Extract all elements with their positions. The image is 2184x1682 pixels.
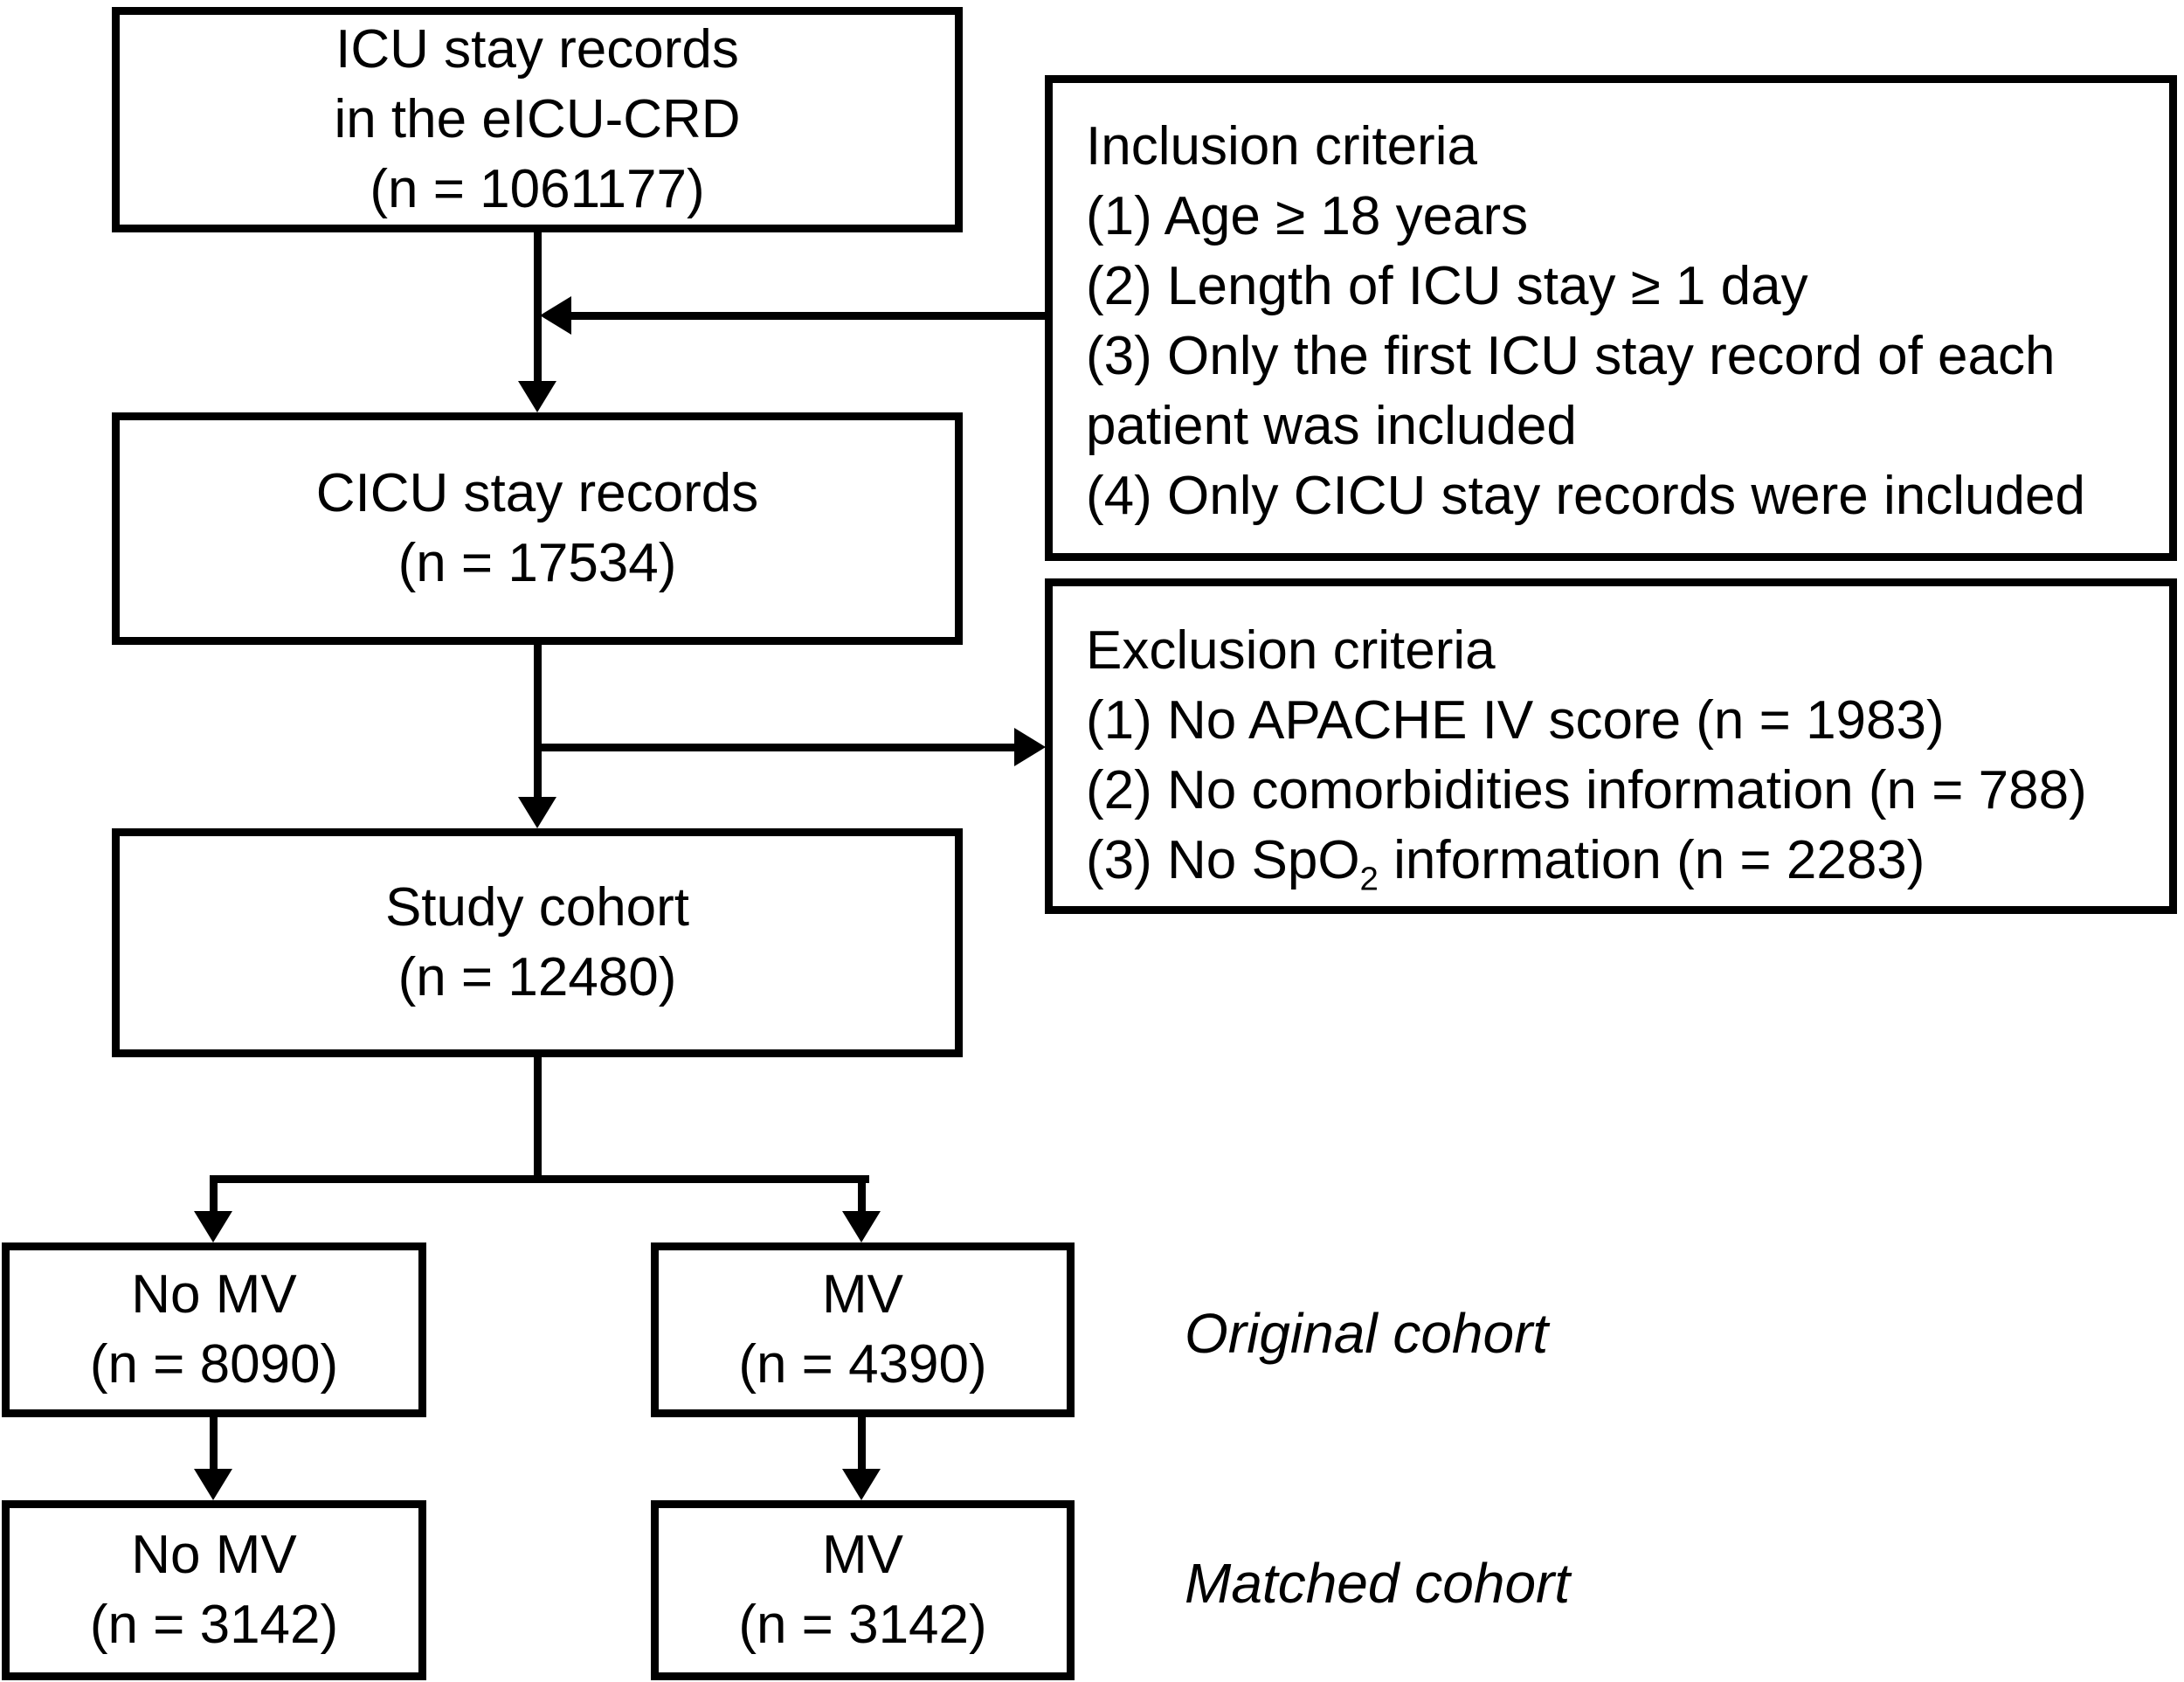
box-line: MV [822, 1525, 903, 1585]
exclusion-item-text: (3) No SpO [1086, 830, 1360, 890]
box-no-mv-original: No MV (n = 8090) [2, 1242, 426, 1417]
box-line: (n = 8090) [89, 1334, 339, 1395]
box-line: No MV [131, 1525, 297, 1585]
connector-cicu-to-study [534, 645, 542, 797]
inclusion-item: (1) Age ≥ 18 years [1086, 186, 1529, 246]
connector-branch-left [210, 1175, 218, 1215]
connector-branch-right [858, 1175, 866, 1215]
exclusion-item: (2) No comorbidities information (n = 78… [1086, 760, 2087, 820]
inclusion-title: Inclusion criteria [1086, 116, 1477, 177]
arrowhead-branch-left [194, 1211, 232, 1242]
box-exclusion-criteria: Exclusion criteria (1) No APACHE IV scor… [1045, 578, 2177, 914]
box-line: (n = 12480) [397, 947, 677, 1007]
arrowhead-cicu-to-study [518, 797, 556, 828]
box-line: (n = 17534) [397, 533, 677, 593]
box-study-cohort: Study cohort (n = 12480) [112, 828, 963, 1057]
box-mv-matched: MV (n = 3142) [651, 1500, 1075, 1680]
connector-study-stem [534, 1057, 542, 1183]
box-line: Study cohort [384, 877, 690, 938]
connector-exclusion [537, 744, 1014, 751]
inclusion-item: (4) Only CICU stay records were included [1086, 466, 2085, 526]
box-line: in the eICU-CRD [334, 89, 741, 149]
box-line: MV [822, 1264, 903, 1325]
box-inclusion-criteria: Inclusion criteria (1) Age ≥ 18 years (2… [1045, 75, 2177, 561]
connector-icu-to-cicu [534, 232, 542, 381]
box-line: (n = 4390) [738, 1334, 987, 1395]
inclusion-item-wrap: patient was included [1086, 396, 1577, 456]
box-line: (n = 1061177) [370, 159, 705, 219]
connector-mv-to-matched [858, 1417, 866, 1471]
box-line: ICU stay records [335, 19, 739, 80]
inclusion-item: (3) Only the first ICU stay record of ea… [1086, 326, 2056, 386]
arrowhead-branch-right [842, 1211, 881, 1242]
exclusion-item: (1) No APACHE IV score (n = 1983) [1086, 690, 1945, 751]
exclusion-item-text: information (n = 2283) [1378, 830, 1925, 890]
box-cicu-records: CICU stay records (n = 17534) [112, 412, 963, 645]
box-line: (n = 3142) [89, 1595, 339, 1655]
connector-branch-horizontal [210, 1175, 869, 1183]
connector-no-mv-to-matched [210, 1417, 218, 1471]
box-mv-original: MV (n = 4390) [651, 1242, 1075, 1417]
box-icu-records: ICU stay records in the eICU-CRD (n = 10… [112, 7, 963, 232]
exclusion-title: Exclusion criteria [1086, 620, 1496, 681]
box-line: No MV [131, 1264, 297, 1325]
label-matched-cohort: Matched cohort [1185, 1552, 1571, 1615]
exclusion-item: (3) No SpO2 information (n = 2283) [1086, 826, 1925, 896]
connector-inclusion [571, 312, 1045, 320]
arrowhead-no-mv-to-matched [194, 1469, 232, 1500]
arrowhead-mv-to-matched [842, 1469, 881, 1500]
arrowhead-exclusion [1014, 728, 1046, 766]
label-original-cohort: Original cohort [1185, 1302, 1549, 1365]
box-line: CICU stay records [315, 463, 759, 523]
arrowhead-icu-to-cicu [518, 381, 556, 412]
box-line: (n = 3142) [738, 1595, 987, 1655]
box-no-mv-matched: No MV (n = 3142) [2, 1500, 426, 1680]
spo2-subscript: 2 [1359, 860, 1379, 898]
inclusion-item: (2) Length of ICU stay ≥ 1 day [1086, 256, 1808, 316]
arrowhead-inclusion [540, 296, 571, 335]
